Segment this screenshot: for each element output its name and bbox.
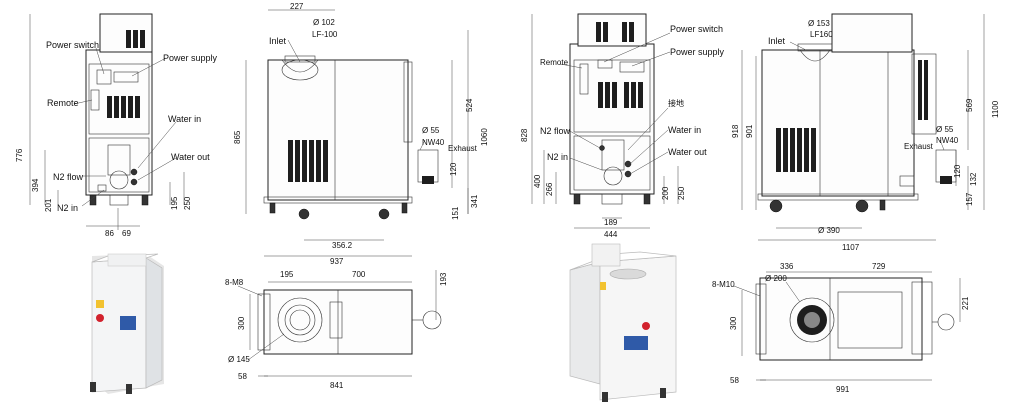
left-top-dim-58: 58 [238, 372, 247, 381]
right-front-n2-flow-label: N2 flow [540, 126, 571, 136]
right-top-mount-label: 8-M10 [712, 280, 735, 289]
right-side-exhaust-flange: NW40 [936, 136, 959, 145]
left-front-dim-776: 776 [15, 148, 24, 162]
right-front-dim-189: 189 [604, 218, 618, 227]
right-side-inlet-dia: Ø 153 [808, 19, 830, 28]
right-front-dim-400: 400 [533, 174, 542, 188]
left-side-exhaust-label: Exhaust [448, 144, 478, 153]
left-top-mount-label: 8-M8 [225, 278, 244, 287]
left-side-dim-356: 356.2 [332, 241, 353, 250]
right-front-n2-in-label: N2 in [547, 152, 568, 162]
right-top-dim-336: 336 [780, 262, 794, 271]
left-front-dim-86: 86 [105, 229, 114, 238]
left-front-water-out-label: Water out [171, 152, 210, 162]
right-front-dim-266: 266 [545, 182, 554, 196]
right-front-dim-250: 250 [677, 186, 686, 200]
left-side-dim-341: 341 [470, 194, 479, 208]
right-side-inlet-flange: LF160 [810, 30, 833, 39]
right-side-exhaust-dia: Ø 55 [936, 125, 954, 134]
right-side-dim-569: 569 [965, 98, 974, 112]
right-side-view: Ø 153 LF160 Inlet Exhaust Ø 55 NW40 918 … [731, 13, 1000, 252]
left-top-dim-193: 193 [439, 272, 448, 286]
left-front-dim-201: 201 [44, 198, 53, 212]
right-side-dim-132: 132 [969, 172, 978, 186]
left-side-inlet-label: Inlet [269, 36, 287, 46]
right-top-view: 8-M10 Ø 200 336 729 221 300 58 991 [712, 262, 970, 394]
right-side-inlet-label: Inlet [768, 36, 786, 46]
left-side-dim-1060: 1060 [480, 128, 489, 146]
right-front-dim-828: 828 [520, 128, 529, 142]
right-top-dim-300: 300 [729, 316, 738, 330]
left-side-dim-937: 937 [330, 257, 344, 266]
left-front-dim-394: 394 [31, 178, 40, 192]
right-front-water-out-label: Water out [668, 147, 707, 157]
left-product-photo [90, 253, 164, 394]
left-front-dim-250: 250 [183, 196, 192, 210]
left-top-dim-300: 300 [237, 316, 246, 330]
left-side-dim-120: 120 [449, 162, 458, 176]
left-top-dim-700: 700 [352, 270, 366, 279]
right-side-dim-390: Ø 390 [818, 226, 840, 235]
right-top-dim-991: 991 [836, 385, 850, 394]
left-front-view: Power switch Power supply Remote Water i… [15, 13, 218, 238]
left-side-inlet-flange: LF-100 [312, 30, 338, 39]
left-top-dim-841: 841 [330, 381, 344, 390]
right-product-photo [569, 243, 677, 402]
right-side-exhaust-label: Exhaust [904, 142, 934, 151]
right-side-dim-901: 901 [745, 124, 754, 138]
right-front-view: Power switch Power supply Remote 接地 Wate… [520, 13, 725, 239]
left-side-exhaust-dia: Ø 55 [422, 126, 440, 135]
left-top-port-dia: Ø 145 [228, 355, 250, 364]
left-front-power-switch-label: Power switch [46, 40, 99, 50]
left-top-dim-195: 195 [280, 270, 294, 279]
left-front-dim-69: 69 [122, 229, 131, 238]
right-front-dim-444: 444 [604, 230, 618, 239]
right-front-power-supply-label: Power supply [670, 47, 725, 57]
left-front-water-in-label: Water in [168, 114, 201, 124]
left-front-remote-label: Remote [47, 98, 79, 108]
left-side-dim-865: 865 [233, 130, 242, 144]
right-top-dim-221: 221 [961, 296, 970, 310]
left-top-view: 8-M8 Ø 145 195 700 193 300 58 841 [225, 270, 448, 390]
left-front-power-supply-label: Power supply [163, 53, 218, 63]
right-top-dim-58: 58 [730, 376, 739, 385]
left-side-exhaust-flange: NW40 [422, 138, 445, 147]
right-front-ground-label: 接地 [668, 98, 684, 108]
right-front-dim-200: 200 [661, 186, 670, 200]
left-side-inlet-dia: Ø 102 [313, 18, 335, 27]
right-side-dim-918: 918 [731, 124, 740, 138]
left-front-n2-flow-label: N2 flow [53, 172, 84, 182]
left-side-dim-227: 227 [290, 2, 304, 11]
right-front-water-in-label: Water in [668, 125, 701, 135]
estop-button-left [96, 314, 104, 322]
left-front-dim-195: 195 [170, 196, 179, 210]
right-front-remote-label: Remote [540, 58, 569, 67]
estop-button-right [642, 322, 650, 330]
right-top-dim-729: 729 [872, 262, 886, 271]
left-front-n2-in-label: N2 in [57, 203, 78, 213]
right-side-dim-1100: 1100 [991, 100, 1000, 118]
right-side-dim-157: 157 [965, 192, 974, 206]
left-side-dim-151: 151 [451, 206, 460, 220]
right-side-dim-120: 120 [953, 164, 962, 178]
left-side-view: 227 Ø 102 Inlet LF-100 Exhaust Ø 55 NW40… [233, 2, 489, 266]
right-top-port-dia: Ø 200 [765, 274, 787, 283]
right-side-dim-1107: 1107 [842, 243, 860, 252]
right-front-power-switch-label: Power switch [670, 24, 723, 34]
left-side-dim-524: 524 [465, 98, 474, 112]
